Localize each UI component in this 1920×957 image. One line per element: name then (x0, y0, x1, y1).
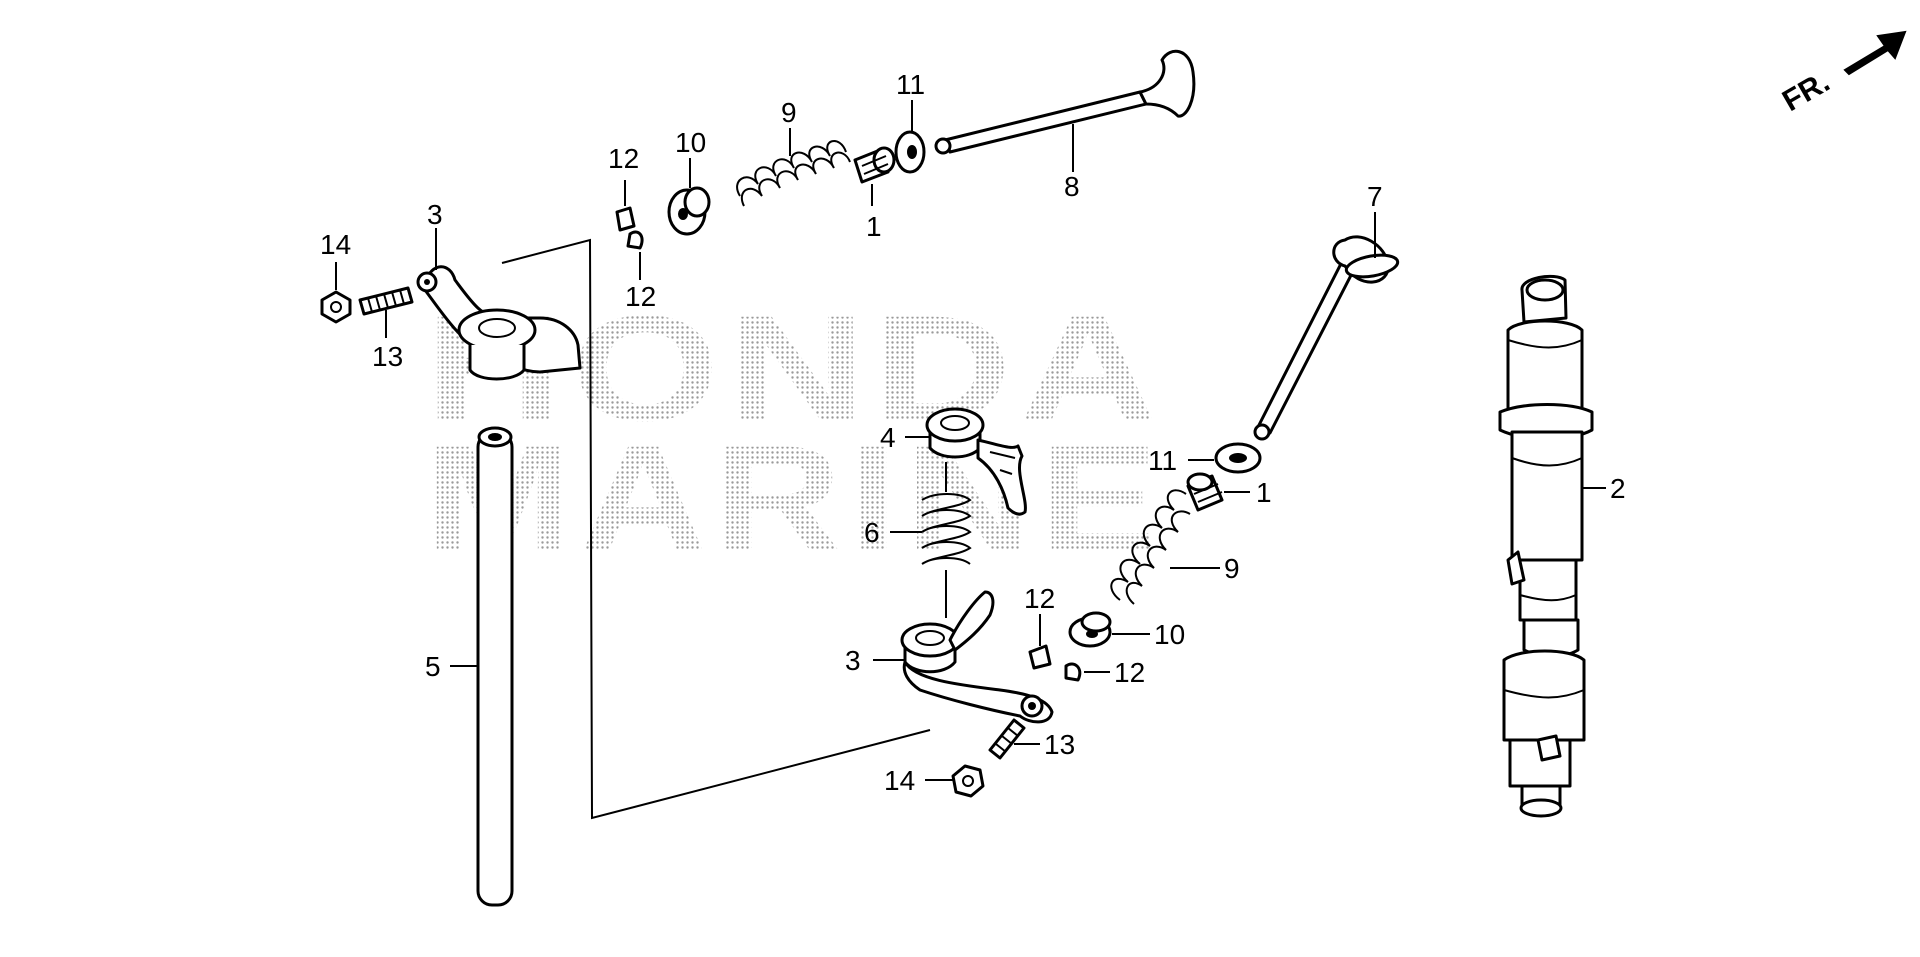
callout-5: 5 (425, 651, 441, 682)
part-14-upper-nut (320, 290, 352, 324)
part-4-rocker-arm (925, 407, 1027, 516)
part-10-upper-retainer (667, 186, 711, 236)
callout-labels: 1 1 2 3 3 4 5 6 7 8 9 9 10 10 11 11 12 1… (320, 69, 1626, 796)
callout-12-lower-a: 12 (1024, 583, 1055, 614)
part-11-upper-washer (894, 130, 926, 174)
callout-10-upper: 10 (675, 127, 706, 158)
part-6-rocker-spring (921, 493, 972, 565)
callout-1-upper: 1 (866, 211, 882, 242)
part-10-lower-retainer (1068, 611, 1112, 648)
callout-3-upper: 3 (427, 199, 443, 230)
part-12-lower-keeper-a (1028, 644, 1052, 670)
callout-13-lower: 13 (1044, 729, 1075, 760)
part-3-upper-rocker-arm (416, 265, 582, 381)
callout-13-upper: 13 (372, 341, 403, 372)
part-13-lower-adjuster-screw (988, 718, 1026, 760)
part-1-upper-stem-seal (853, 146, 896, 184)
part-14-lower-nut (951, 764, 985, 798)
part-12-lower-keeper-b (1064, 662, 1082, 682)
callout-11-lower: 11 (1148, 445, 1177, 476)
part-11-lower-washer (1214, 442, 1262, 474)
callout-12-upper-b: 12 (625, 281, 656, 312)
callout-6: 6 (864, 517, 880, 548)
callout-11-upper: 11 (896, 69, 925, 100)
callout-4: 4 (880, 422, 896, 453)
callout-9-lower: 9 (1224, 553, 1240, 584)
callout-8: 8 (1064, 171, 1080, 202)
part-12-upper-keeper-b (626, 230, 644, 250)
part-13-upper-adjuster-screw (358, 286, 414, 316)
part-9-lower-valve-spring (1110, 489, 1191, 605)
callout-2: 2 (1610, 473, 1626, 504)
part-3-lower-rocker-arm (900, 590, 1054, 724)
watermark-line-2: MARINE (425, 414, 1165, 582)
callout-14-lower: 14 (884, 765, 915, 796)
callout-3-lower: 3 (845, 645, 861, 676)
part-9-upper-valve-spring (736, 140, 851, 207)
callout-12-upper-a: 12 (608, 143, 639, 174)
part-1-lower-stem-seal (1186, 472, 1224, 512)
callout-10-lower: 10 (1154, 619, 1185, 650)
callout-7: 7 (1367, 181, 1383, 212)
callout-9-upper: 9 (781, 97, 797, 128)
front-label: FR. (1777, 65, 1835, 118)
part-2-shaft (1498, 274, 1594, 818)
part-7-intake-valve (1253, 235, 1400, 441)
part-12-upper-keeper-a (615, 206, 636, 232)
callout-12-lower-b: 12 (1114, 657, 1145, 688)
callout-14-upper: 14 (320, 229, 351, 260)
part-5-tube (476, 426, 514, 907)
front-arrow-icon (1843, 30, 1907, 76)
part-8-exhaust-valve (934, 49, 1196, 155)
front-direction-indicator: FR. (1777, 30, 1907, 118)
callout-1-lower: 1 (1256, 477, 1272, 508)
honda-marine-watermark: HONDA MARINE (425, 284, 1165, 582)
assembly-line (501, 238, 931, 820)
